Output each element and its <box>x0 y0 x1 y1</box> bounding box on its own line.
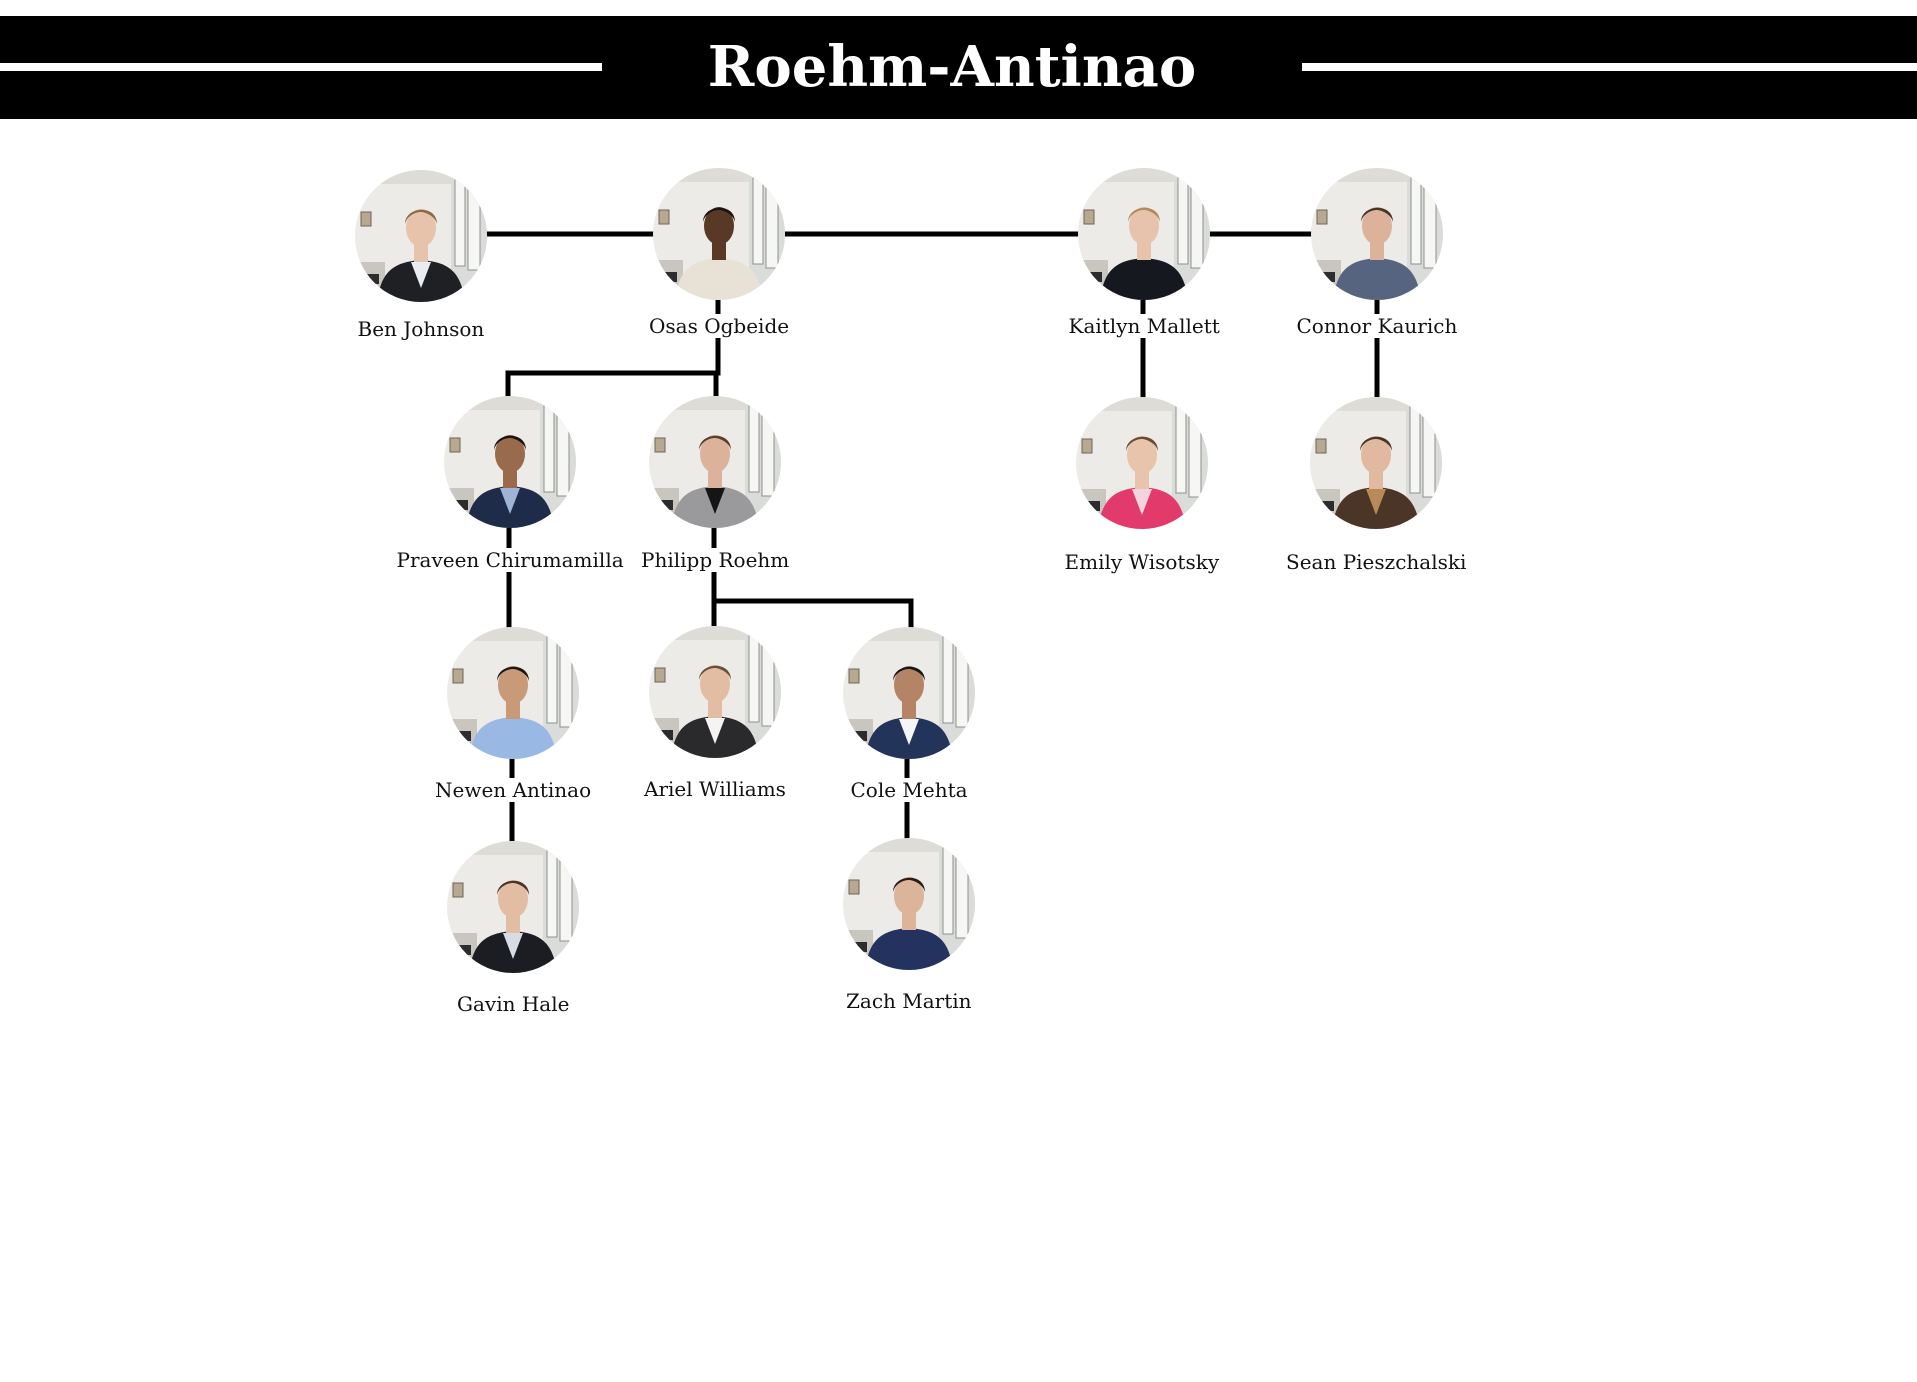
member-name: Kaitlyn Mallett <box>1064 314 1224 338</box>
person-photo-icon <box>1310 397 1442 529</box>
person-photo-icon <box>1076 397 1208 529</box>
member-name: Cole Mehta <box>846 778 972 802</box>
person-photo-icon <box>447 627 579 759</box>
person-photo-icon <box>355 170 487 302</box>
member-name: Zach Martin <box>842 989 976 1013</box>
member-name: Newen Antinao <box>431 778 596 802</box>
member-name: Osas Ogbeide <box>645 314 794 338</box>
person-photo-icon <box>447 841 579 973</box>
person-photo-icon <box>444 396 576 528</box>
member-name: Ben Johnson <box>353 317 489 341</box>
person-photo-icon <box>653 168 785 300</box>
person-photo-icon <box>843 627 975 759</box>
member-name: Emily Wisotsky <box>1060 550 1224 574</box>
page-title: Roehm-Antinao Family <box>707 34 1197 203</box>
member-name: Connor Kaurich <box>1292 314 1462 338</box>
person-photo-icon <box>843 838 975 970</box>
member-name: Gavin Hale <box>453 992 574 1016</box>
person-photo-icon <box>1078 168 1210 300</box>
banner-stripe-right <box>1302 63 1917 71</box>
person-photo-icon <box>1311 168 1443 300</box>
person-photo-icon <box>649 626 781 758</box>
title-banner <box>0 16 1917 119</box>
banner-stripe-left <box>0 63 602 71</box>
member-name: Sean Pieszchalski <box>1282 550 1471 574</box>
person-photo-icon <box>649 396 781 528</box>
member-name: Praveen Chirumamilla <box>392 548 628 572</box>
member-name: Philipp Roehm <box>637 548 794 572</box>
member-name: Ariel Williams <box>640 777 790 801</box>
